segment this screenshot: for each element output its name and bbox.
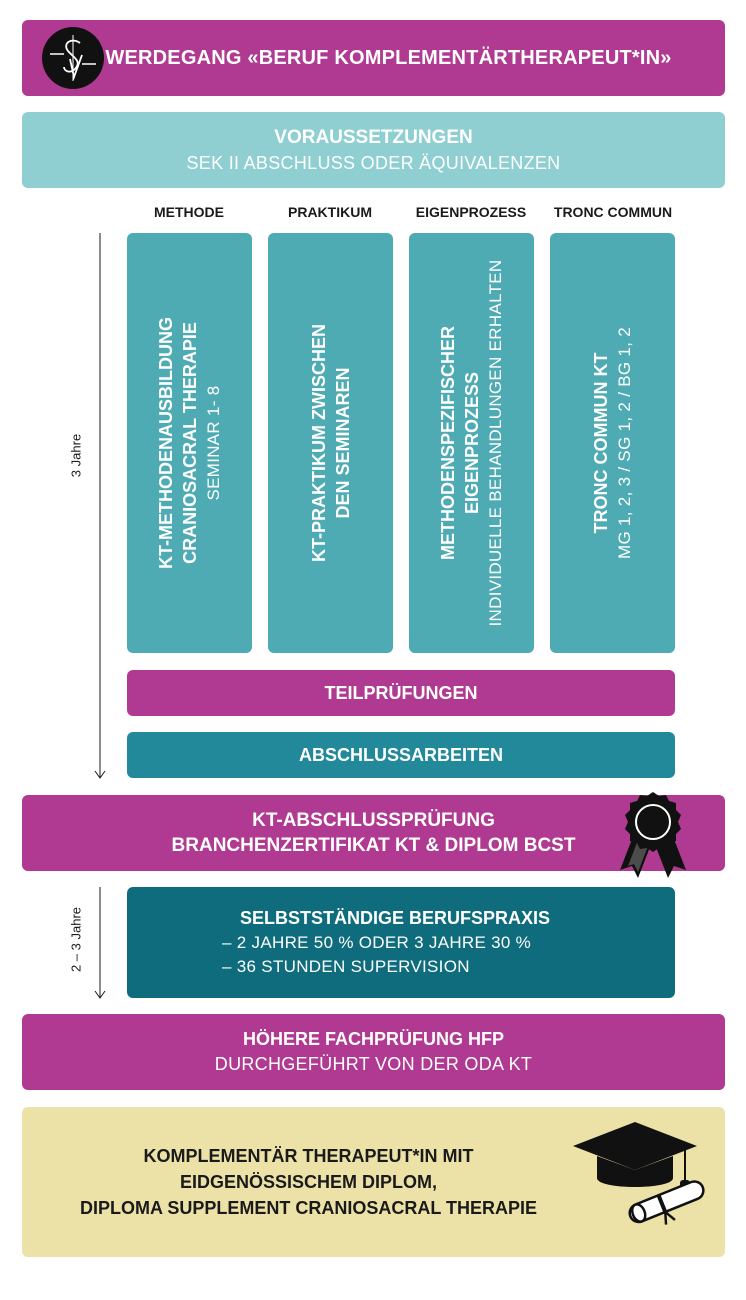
berufspraxis-title: Selbstständige Berufspraxis bbox=[240, 908, 551, 928]
final-diploma-box: Komplementär Therapeut*in mit eidgenössi… bbox=[22, 1107, 725, 1257]
timeline-label-3-years: 3 Jahre bbox=[68, 433, 84, 478]
hfp-title: Höhere Fachprüfung HFP bbox=[242, 1029, 504, 1049]
timeline-arrow-3-years bbox=[94, 233, 106, 779]
kt-abschluss-line2: Branchenzertifikat KT & Diplom BCST bbox=[171, 835, 576, 856]
column-tronc-commun-note: MG 1, 2, 3 / SG 1, 2 / BG 1, 2 bbox=[614, 327, 634, 559]
final-line-1: Komplementär Therapeut*in mit bbox=[143, 1146, 474, 1166]
column-methode-note: Seminar 1- 8 bbox=[203, 385, 223, 501]
column-praktikum: KT-Praktikum zwischen den Seminaren bbox=[268, 233, 393, 653]
column-eigenprozess-note: individuelle Behandlungen erhalten bbox=[485, 259, 505, 627]
prerequisites-box: Voraussetzungen Sek II Abschluss oder Äq… bbox=[22, 112, 725, 188]
column-tronc-commun: Tronc Commun KT MG 1, 2, 3 / SG 1, 2 / B… bbox=[550, 233, 675, 653]
berufspraxis-item-1: – 2 Jahre 50 % oder 3 Jahre 30 % bbox=[222, 933, 532, 952]
column-methode: KT-Methodenausbildung Craniosacral Thera… bbox=[127, 233, 252, 653]
kt-abschluss-line1: KT-Abschlussprüfung bbox=[252, 810, 495, 831]
column-heading-praktikum: Praktikum bbox=[288, 204, 372, 220]
timeline-arrow-2-3-years bbox=[94, 887, 106, 999]
berufspraxis-item-2: – 36 Stunden Supervision bbox=[222, 957, 470, 976]
page-title: Werdegang «Beruf Komplementärtherapeut*i… bbox=[105, 46, 672, 69]
header-bar: Werdegang «Beruf Komplementärtherapeut*i… bbox=[22, 20, 725, 96]
berufspraxis-box: Selbstständige Berufspraxis – 2 Jahre 50… bbox=[127, 887, 675, 998]
final-line-3: Diploma Supplement Craniosacral Therapie bbox=[79, 1198, 538, 1218]
kt-abschlusspruefung-box: KT-Abschlussprüfung Branchenzertifikat K… bbox=[22, 795, 725, 871]
timeline-label-2-3-years: 2 – 3 Jahre bbox=[68, 906, 84, 973]
abschlussarbeiten-box: Abschlussarbeiten bbox=[127, 732, 675, 778]
column-tronc-commun-title1: Tronc Commun KT bbox=[590, 352, 611, 534]
graduation-cap-diploma-icon bbox=[573, 1122, 705, 1225]
column-methode-title2: Craniosacral Therapie bbox=[179, 322, 200, 564]
column-praktikum-title1: KT-Praktikum zwischen bbox=[308, 324, 329, 562]
logo-icon bbox=[42, 27, 104, 89]
final-line-2: eidgenössischem Diplom, bbox=[179, 1172, 438, 1192]
prerequisites-title: Voraussetzungen bbox=[274, 126, 473, 148]
award-ribbon-icon bbox=[620, 792, 686, 878]
column-heading-tronc-commun: Tronc Commun bbox=[553, 204, 673, 220]
hfp-box: Höhere Fachprüfung HFP Durchgeführt von … bbox=[22, 1014, 725, 1090]
column-methode-title1: KT-Methodenausbildung bbox=[155, 317, 176, 569]
prerequisites-subtitle: Sek II Abschluss oder Äquivalenzen bbox=[186, 152, 561, 173]
column-heading-eigenprozess: Eigenprozess bbox=[415, 204, 527, 220]
column-eigenprozess-title1: Methodenspezifischer bbox=[437, 325, 458, 561]
teilpruefungen-box: Teilprüfungen bbox=[127, 670, 675, 716]
hfp-subtitle: Durchgeführt von der OdA KT bbox=[214, 1054, 533, 1074]
column-heading-methode: Methode bbox=[154, 204, 224, 220]
column-eigenprozess-title2: Eigenprozess bbox=[461, 371, 482, 515]
column-praktikum-title2: den Seminaren bbox=[332, 367, 353, 519]
column-eigenprozess: Methodenspezifischer Eigenprozess indivi… bbox=[409, 233, 534, 653]
